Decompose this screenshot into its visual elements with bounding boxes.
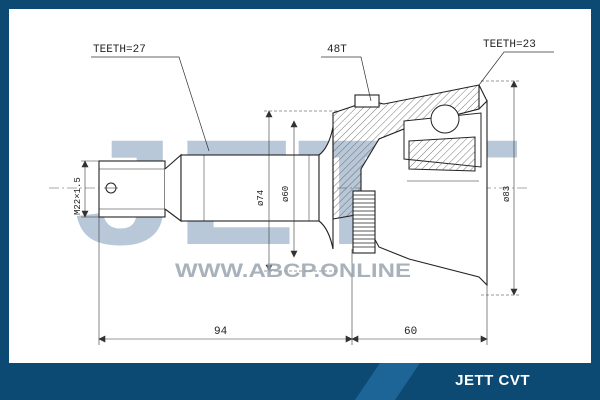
technical-drawing: JETT bbox=[49, 39, 554, 345]
footer-brand-label: JETT CVT bbox=[455, 372, 530, 389]
dia-74-label: ø74 bbox=[256, 190, 266, 206]
length-60-label: 60 bbox=[404, 326, 417, 338]
housing-tab bbox=[354, 94, 380, 108]
watermark-url: WWW.ABCP.ONLINE bbox=[175, 261, 411, 282]
dim-dia-74 bbox=[264, 110, 339, 272]
drawing-sheet: JETT bbox=[9, 9, 591, 363]
footer-accent-stripe bbox=[355, 363, 420, 400]
teeth-right-label: TEETH=23 bbox=[483, 39, 536, 51]
shaft-neck bbox=[318, 126, 334, 250]
spline-section bbox=[180, 154, 320, 222]
inner-joint bbox=[403, 104, 482, 182]
dim-thread bbox=[81, 160, 99, 218]
dim-length-lines bbox=[98, 217, 488, 345]
inner-race bbox=[408, 136, 476, 172]
ball-icon bbox=[430, 104, 460, 134]
length-94-label: 94 bbox=[214, 326, 228, 338]
dim-dia-60 bbox=[290, 120, 298, 258]
abs-ring-label: 48T bbox=[327, 44, 347, 56]
leader-lines bbox=[91, 51, 554, 152]
dia-83-label: ø83 bbox=[502, 186, 512, 202]
teeth-left-label: TEETH=27 bbox=[93, 44, 146, 56]
shaft bbox=[98, 126, 334, 250]
footer-bar bbox=[0, 363, 600, 400]
thread-label: M22×1.5 bbox=[73, 177, 83, 215]
abs-tone-ring bbox=[352, 190, 376, 254]
thread-end bbox=[98, 160, 166, 218]
dim-dia-83 bbox=[481, 80, 521, 296]
dia-60-label: ø60 bbox=[281, 186, 291, 202]
